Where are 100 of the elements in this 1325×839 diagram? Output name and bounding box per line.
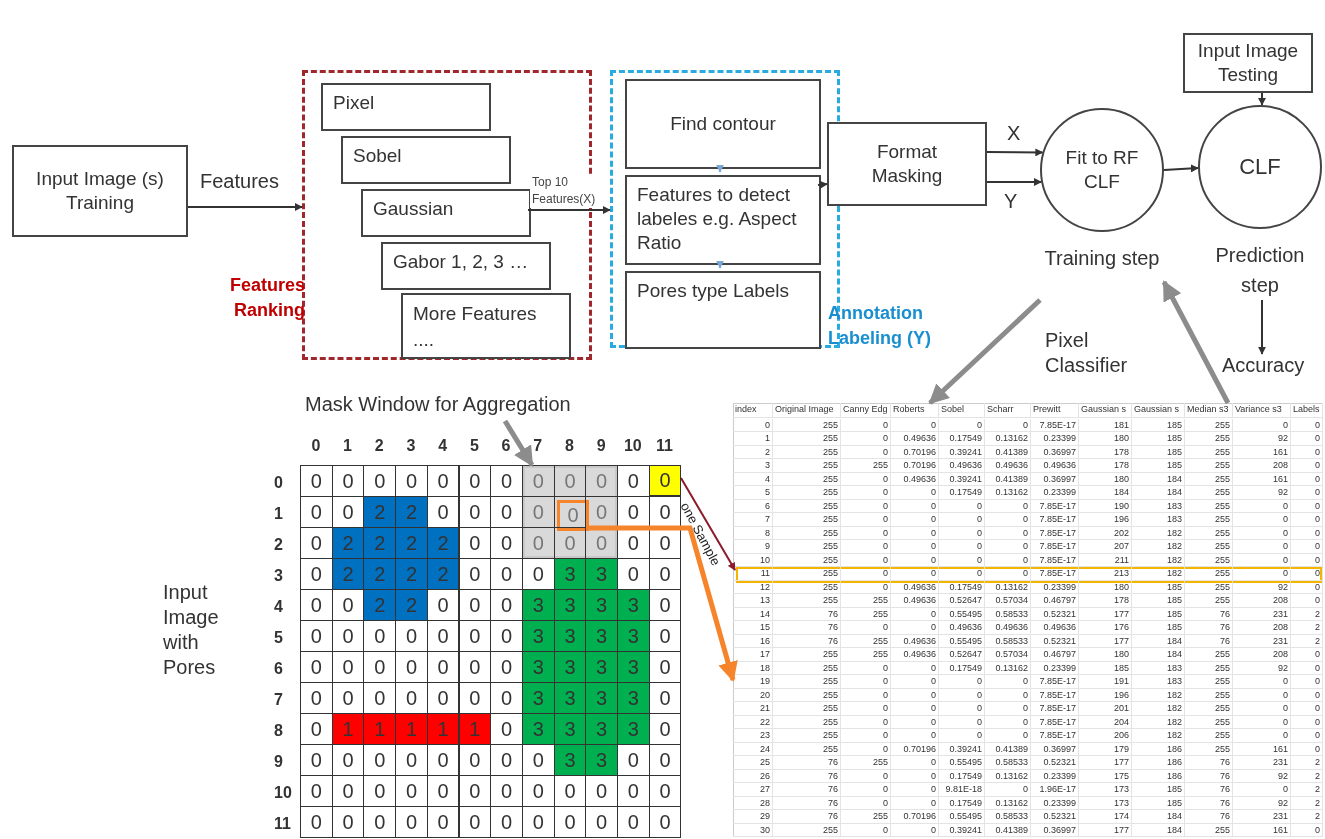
table-value: 0 — [1291, 742, 1323, 756]
table-value: 213 — [1079, 567, 1132, 581]
column-header: Original Image — [773, 403, 841, 418]
table-value: 0.52321 — [1031, 756, 1079, 770]
row-number: 4 — [274, 597, 284, 617]
table-value: 9 — [733, 540, 773, 554]
table-value: 255 — [841, 756, 891, 770]
table-value: 196 — [1079, 688, 1132, 702]
table-value: 177 — [1079, 607, 1132, 621]
table-value: 0 — [1291, 702, 1323, 716]
table-value: 2 — [1291, 621, 1323, 635]
table-value: 92 — [1233, 432, 1291, 446]
table-value: 0.46797 — [1031, 594, 1079, 608]
column-number: 10 — [622, 436, 643, 456]
table-value: 0 — [891, 418, 939, 432]
table-value: 0.49636 — [985, 459, 1031, 473]
grid-cell: 2 — [363, 527, 397, 559]
grid-cell: 0 — [648, 806, 682, 838]
table-value: 0 — [891, 769, 939, 783]
table-value: 0 — [1291, 445, 1323, 459]
table-value: 0.13162 — [985, 769, 1031, 783]
arrow — [502, 419, 535, 467]
arrow — [986, 177, 1043, 186]
table-value: 1 — [733, 432, 773, 446]
table-value: 185 — [1132, 459, 1185, 473]
table-value: 185 — [1132, 796, 1185, 810]
table-value: 0 — [1233, 729, 1291, 743]
row-number: 11 — [274, 814, 292, 834]
table-value: 76 — [1185, 634, 1233, 648]
table-value: 255 — [773, 661, 841, 675]
table-value: 0.23399 — [1031, 486, 1079, 500]
table-value: 0 — [1233, 499, 1291, 513]
table-value: 0 — [1291, 553, 1323, 567]
arrow — [716, 164, 724, 173]
table-value: 0 — [1233, 702, 1291, 716]
table-value: 0 — [891, 702, 939, 716]
table-value: 255 — [1185, 675, 1233, 689]
table-value: 21 — [733, 702, 773, 716]
table-value: 2 — [1291, 769, 1323, 783]
table-value: 1.96E-17 — [1031, 783, 1079, 797]
table-value: 206 — [1079, 729, 1132, 743]
table-value: 0 — [1291, 567, 1323, 581]
table-value: 0.13162 — [985, 661, 1031, 675]
table-value: 161 — [1233, 823, 1291, 837]
grid-cell: 3 — [617, 589, 650, 621]
table-value: 0.39241 — [939, 445, 985, 459]
table-value: 7.85E-17 — [1031, 702, 1079, 716]
table-value: 255 — [773, 486, 841, 500]
table-value: 207 — [1079, 540, 1132, 554]
table-value: 2 — [1291, 634, 1323, 648]
table-value: 0 — [939, 540, 985, 554]
table-value: 255 — [773, 823, 841, 837]
table-value: 0.36997 — [1031, 472, 1079, 486]
table-value: 76 — [1185, 621, 1233, 635]
table-value: 255 — [773, 513, 841, 527]
table-value: 186 — [1132, 769, 1185, 783]
table-value: 0 — [841, 783, 891, 797]
table-value: 0 — [891, 715, 939, 729]
row-number: 10 — [274, 783, 293, 803]
feature-box: Gabor 1, 2, 3 … — [381, 242, 551, 290]
table-value: 76 — [1185, 810, 1233, 824]
table-value: 0 — [891, 661, 939, 675]
table-value: 0.17549 — [939, 580, 985, 594]
table-value: 0.55495 — [939, 607, 985, 621]
table-value: 76 — [1185, 796, 1233, 810]
table-value: 7.85E-17 — [1031, 540, 1079, 554]
table-value: 0 — [1233, 688, 1291, 702]
table-value: 0 — [1291, 715, 1323, 729]
table-value: 0.70196 — [891, 742, 939, 756]
table-value: 255 — [773, 742, 841, 756]
table-value: 0.23399 — [1031, 796, 1079, 810]
table-value: 28 — [733, 796, 773, 810]
table-value: 0 — [1291, 540, 1323, 554]
table-value: 0.23399 — [1031, 432, 1079, 446]
table-value: 76 — [773, 796, 841, 810]
table-value: 173 — [1079, 796, 1132, 810]
table-value: 0 — [1233, 567, 1291, 581]
table-value: 0.49636 — [891, 432, 939, 446]
table-value: 183 — [1132, 499, 1185, 513]
table-value: 0 — [939, 526, 985, 540]
table-value: 0.13162 — [985, 486, 1031, 500]
table-value: 255 — [1185, 567, 1233, 581]
table-value: 0.23399 — [1031, 769, 1079, 783]
table-value: 182 — [1132, 567, 1185, 581]
table-value: 0.49636 — [891, 634, 939, 648]
table-value: 161 — [1233, 742, 1291, 756]
feature-box: Pixel — [321, 83, 491, 131]
table-value: 0 — [841, 715, 891, 729]
table-value: 183 — [1132, 675, 1185, 689]
table-value: 182 — [1132, 540, 1185, 554]
table-value: 0.57034 — [985, 648, 1031, 662]
table-value: 0 — [841, 796, 891, 810]
grid-cell: 0 — [426, 465, 460, 497]
arrow — [1161, 280, 1231, 405]
column-header: Sobel — [939, 403, 985, 418]
grid-cell: 2 — [395, 496, 428, 528]
caption-text: Mask Window for Aggregation — [305, 393, 625, 421]
table-value: 0 — [841, 769, 891, 783]
table-value: 0.36997 — [1031, 742, 1079, 756]
table-value: 20 — [733, 688, 773, 702]
